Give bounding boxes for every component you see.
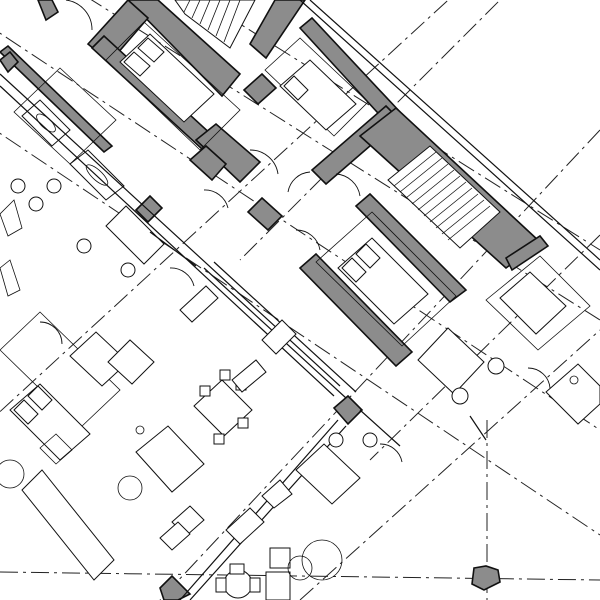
double-bed-icon xyxy=(119,33,215,123)
dining-table-icon xyxy=(193,369,253,445)
stair-core-right xyxy=(354,106,550,304)
grid-axis-cross-2 xyxy=(159,129,600,600)
stair-core-top xyxy=(86,0,306,98)
sink-icon xyxy=(76,238,92,254)
toilet-icon xyxy=(28,196,44,212)
walls-upper xyxy=(90,16,402,186)
bedroom-right xyxy=(298,211,457,368)
grid-axis-cross-4 xyxy=(369,234,600,461)
top-left-details xyxy=(0,0,60,74)
stair-flight-top xyxy=(174,0,256,49)
bedroom-top-mid xyxy=(105,21,241,151)
double-bed-icon xyxy=(337,237,429,325)
grid-axis-cross-1 xyxy=(0,0,449,413)
dining-table-icon xyxy=(215,563,261,599)
bedroom-top-right xyxy=(264,37,369,137)
bathtub-icon xyxy=(69,149,125,201)
balcony xyxy=(0,459,192,600)
bathroom-right xyxy=(299,0,600,441)
bathroom-left-lower xyxy=(0,149,165,297)
stair-flight-right xyxy=(387,145,501,249)
grid-axis-cross-5 xyxy=(299,329,600,600)
door-swings xyxy=(39,0,551,463)
apartment-lower xyxy=(179,394,501,600)
living-room xyxy=(117,319,297,551)
bathroom-left-upper xyxy=(0,44,117,194)
double-bed-icon xyxy=(9,383,91,461)
sink-icon xyxy=(120,262,136,278)
sink-icon xyxy=(10,178,26,194)
bedroom-left xyxy=(0,311,155,465)
bed-icon xyxy=(279,59,357,131)
sink-icon xyxy=(46,178,62,194)
sofa-icon xyxy=(117,425,205,501)
